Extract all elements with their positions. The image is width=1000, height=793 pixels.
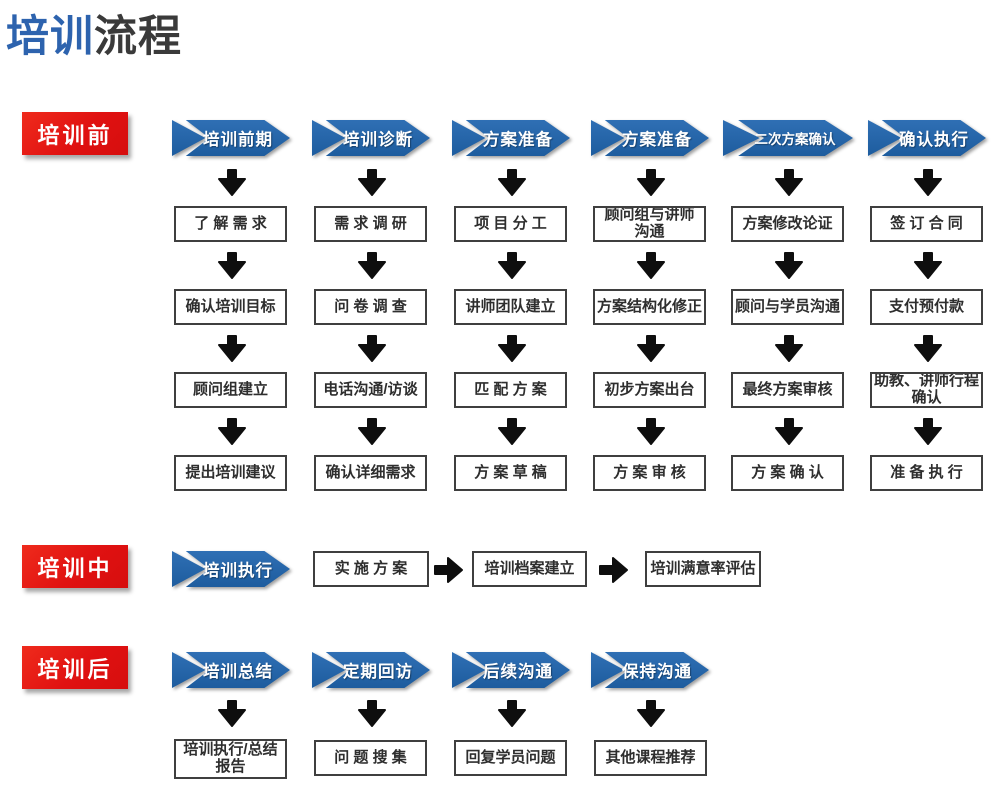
down-arrow-icon xyxy=(497,252,527,280)
down-arrow-icon xyxy=(774,418,804,446)
stage-arrow-label: 培训诊断 xyxy=(343,131,413,149)
stage-arrow-label: 二次方案确认 xyxy=(754,132,836,147)
down-arrow-icon xyxy=(217,418,247,446)
process-box: 实 施 方 案 xyxy=(313,551,429,587)
stage-arrow-label: 保持沟通 xyxy=(622,663,692,681)
process-box: 支付预付款 xyxy=(870,289,983,325)
down-arrow-icon xyxy=(913,335,943,363)
right-arrow-icon xyxy=(434,556,464,584)
section-label-after-training: 培训后 xyxy=(22,646,128,689)
process-box: 问 题 搜 集 xyxy=(314,740,427,776)
process-box: 确认培训目标 xyxy=(174,289,287,325)
process-box: 方 案 草 稿 xyxy=(454,455,567,491)
down-arrow-icon xyxy=(497,418,527,446)
process-box: 签 订 合 同 xyxy=(870,206,983,242)
section-label-before-training: 培训前 xyxy=(22,112,128,155)
process-box: 需 求 调 研 xyxy=(314,206,427,242)
stage-arrow: 培训前期 xyxy=(172,118,290,158)
process-box: 讲师团队建立 xyxy=(454,289,567,325)
process-box: 方案结构化修正 xyxy=(593,289,706,325)
down-arrow-icon xyxy=(774,335,804,363)
down-arrow-icon xyxy=(913,169,943,197)
down-arrow-icon xyxy=(497,335,527,363)
down-arrow-icon xyxy=(357,169,387,197)
down-arrow-icon xyxy=(357,335,387,363)
down-arrow-icon xyxy=(774,252,804,280)
process-box: 确认详细需求 xyxy=(314,455,427,491)
chevron-body-shape xyxy=(185,120,290,156)
process-box: 助教、讲师行程 确认 xyxy=(870,372,983,408)
stage-arrow: 二次方案确认 xyxy=(723,118,853,158)
stage-arrow: 方案准备 xyxy=(452,118,570,158)
process-box: 培训满意率评估 xyxy=(645,551,761,587)
down-arrow-icon xyxy=(913,418,943,446)
stage-arrow: 保持沟通 xyxy=(591,650,709,690)
process-box: 顾问组建立 xyxy=(174,372,287,408)
down-arrow-icon xyxy=(497,169,527,197)
section-label-during-training: 培训中 xyxy=(22,545,128,588)
process-box: 最终方案审核 xyxy=(731,372,844,408)
down-arrow-icon xyxy=(913,252,943,280)
process-box: 培训执行/总结 报告 xyxy=(174,739,287,779)
stage-arrow: 培训诊断 xyxy=(312,118,430,158)
down-arrow-icon xyxy=(497,700,527,728)
stage-arrow: 方案准备 xyxy=(591,118,709,158)
down-arrow-icon xyxy=(217,169,247,197)
process-box: 了 解 需 求 xyxy=(174,206,287,242)
process-box: 项 目 分 工 xyxy=(454,206,567,242)
stage-arrow: 定期回访 xyxy=(312,650,430,690)
process-box: 其他课程推荐 xyxy=(594,740,707,776)
process-box: 方 案 审 核 xyxy=(593,455,706,491)
title-rest: 流程 xyxy=(94,13,182,61)
stage-arrow-label: 培训前期 xyxy=(203,131,273,149)
stage-arrow: 培训总结 xyxy=(172,650,290,690)
right-arrow-icon xyxy=(599,556,629,584)
down-arrow-icon xyxy=(774,169,804,197)
down-arrow-icon xyxy=(217,252,247,280)
process-box: 顾问组与讲师 沟通 xyxy=(593,206,706,242)
process-box: 培训档案建立 xyxy=(472,551,587,587)
title-highlight: 培训 xyxy=(6,13,94,61)
stage-arrow: 后续沟通 xyxy=(452,650,570,690)
process-box: 顾问与学员沟通 xyxy=(731,289,844,325)
down-arrow-icon xyxy=(636,252,666,280)
stage-arrow: 培训执行 xyxy=(172,549,290,589)
process-box: 电话沟通/访谈 xyxy=(314,372,427,408)
process-box: 初步方案出台 xyxy=(593,372,706,408)
process-box: 匹 配 方 案 xyxy=(454,372,567,408)
stage-arrow-label: 方案准备 xyxy=(622,131,692,149)
stage-arrow-label: 方案准备 xyxy=(483,131,553,149)
process-box: 提出培训建议 xyxy=(174,455,287,491)
stage-arrow-label: 培训执行 xyxy=(203,562,273,580)
stage-arrow-label: 定期回访 xyxy=(343,663,413,681)
down-arrow-icon xyxy=(636,169,666,197)
down-arrow-icon xyxy=(357,252,387,280)
process-box: 准 备 执 行 xyxy=(870,455,983,491)
page-title: 培训流程 xyxy=(6,13,182,61)
down-arrow-icon xyxy=(217,700,247,728)
process-box: 问 卷 调 查 xyxy=(314,289,427,325)
down-arrow-icon xyxy=(636,700,666,728)
stage-arrow-label: 确认执行 xyxy=(899,131,969,149)
stage-arrow-label: 培训总结 xyxy=(203,663,273,681)
chevron-tail-shape xyxy=(172,120,206,156)
stage-arrow-label: 后续沟通 xyxy=(483,663,553,681)
down-arrow-icon xyxy=(357,700,387,728)
down-arrow-icon xyxy=(357,418,387,446)
process-box: 回复学员问题 xyxy=(454,740,567,776)
process-box: 方 案 确 认 xyxy=(731,455,844,491)
down-arrow-icon xyxy=(217,335,247,363)
down-arrow-icon xyxy=(636,418,666,446)
process-box: 方案修改论证 xyxy=(731,206,844,242)
stage-arrow: 确认执行 xyxy=(868,118,986,158)
down-arrow-icon xyxy=(636,335,666,363)
